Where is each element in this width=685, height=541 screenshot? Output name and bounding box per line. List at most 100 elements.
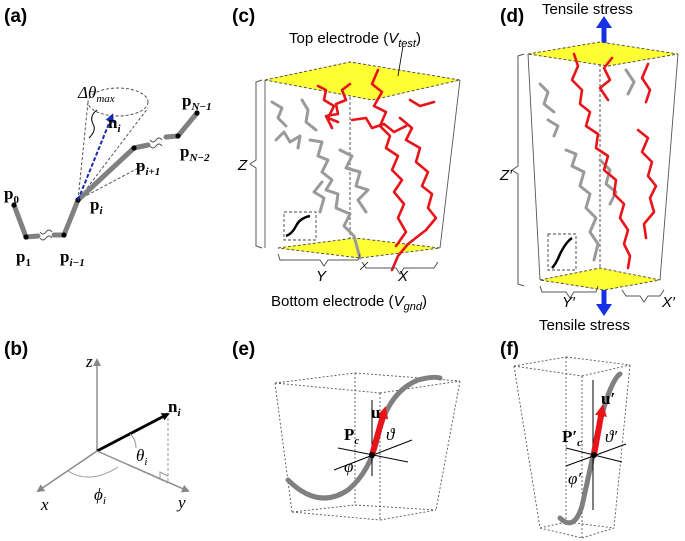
label-p0: p0 [4,184,19,206]
brace-x-prime [621,289,665,303]
chain-end [163,110,200,140]
panel-label-f: (f) [500,339,519,360]
panel-label-a: (a) [4,6,27,27]
panel-b: (b) z x y ni θi ϕi [4,339,190,514]
box-edge-right [439,79,461,249]
grey-chain-d2 [546,118,560,138]
panel-c: (c) Top electrode (Vtest) Bott [232,6,461,313]
label-pip1: pi+1 [136,156,160,178]
grey-chain-1 [270,100,288,128]
inset-segment [285,214,311,238]
panel-f: (f) P′c u′ ϑ′ φ′ [500,339,631,539]
cell-box-f [513,356,631,539]
dtheta-pointer [88,109,98,139]
bottom-electrode-d [539,267,661,291]
label-Pc-prime: P′c [562,427,582,449]
inset-segment-d [551,236,573,269]
projection-xy [96,450,169,484]
brace-y-prime [539,285,599,299]
inset-cell-d [547,233,577,271]
brace-y [277,253,361,267]
red-chain-2 [324,82,352,130]
ni-vector-arrow [77,113,114,201]
red-chain-d1 [570,52,632,270]
label-Z-prime: Z′ [499,167,513,184]
cone-edge-left [77,101,89,201]
inset-cell [283,211,317,241]
label-Y: Y [316,268,327,285]
panel-label-d: (d) [500,6,524,27]
label-theta-i: θi [136,446,147,468]
red-chain-4 [390,116,438,272]
bottom-electrode-label: Bottom electrode (Vgnd) [271,293,427,313]
grey-chain-4 [308,138,362,260]
label-pim1: pi−1 [60,247,85,269]
brace-z-prime [511,53,525,287]
label-z: z [85,352,93,371]
brace-x [361,261,439,275]
grey-chain-5 [338,148,370,214]
grey-chain-d3 [564,148,600,262]
panel-e: (e) Pc u ϑ φ [232,339,461,521]
pc-prime-point [591,452,597,458]
chain-middle [51,142,151,238]
red-chain-d2 [598,56,614,102]
cone-rim [87,87,149,117]
label-varphi-prime: φ′ [568,469,581,488]
box-d-edge-left [527,53,541,281]
x-axis [36,450,98,493]
label-pi: pi [90,195,103,217]
red-chain-6 [408,98,436,108]
label-y: y [176,493,186,512]
grey-chain-3 [300,98,318,132]
red-chain-d4 [640,62,652,104]
label-Z: Z [237,157,248,174]
top-electrode-pointer [397,45,404,77]
grey-chain-d4 [624,68,636,96]
pc-point [369,452,375,458]
panel-d: (d) Tensile stress Tensile stress Z′ [499,1,679,334]
chain-segment-e [285,374,443,501]
chain-nodes [11,110,200,240]
chain-start [11,202,41,240]
panel-label-e: (e) [232,339,255,360]
top-electrode-label: Top electrode (Vtest) [289,30,421,50]
grey-chain-2 [274,130,302,150]
tensile-label-top: Tensile stress [542,1,633,18]
cell-box-e [274,372,461,521]
label-u: u [371,403,380,422]
panel-label-b: (b) [4,339,28,360]
u-vector [369,406,389,456]
label-varphi: φ [344,457,353,476]
label-ni: ni [108,113,121,135]
label-dtheta-max: Δθmax [77,83,115,105]
break-mark-1 [39,229,53,241]
red-chain-d3 [636,128,658,240]
theta-arc [129,433,137,449]
ni-vector [96,412,170,453]
red-chain-3 [316,84,340,124]
bottom-electrode-pointer [359,261,369,271]
label-Y-prime: Y′ [562,294,576,311]
grey-chain-d1 [538,82,556,114]
phi-arc [67,466,119,478]
red-chain-5 [350,116,408,134]
label-Pc: Pc [344,425,359,447]
right-angle-mark [159,471,169,480]
panel-a: (a) p0 p1 pi−1 pi pi+1 pN− [4,6,212,269]
label-vartheta-prime: ϑ′ [605,427,617,446]
label-vartheta: ϑ [386,425,396,444]
top-electrode-d [527,41,679,67]
cone-edge-right [77,107,149,201]
grey-chain-d5 [598,158,618,206]
label-u-prime: u′ [601,389,615,408]
label-X-prime: X′ [661,294,676,311]
tensile-arrow-bottom-head [596,304,612,316]
tensile-label-bottom: Tensile stress [539,317,630,334]
panel-label-c: (c) [232,6,255,27]
label-phi-i: ϕi [94,485,106,507]
brace-z [249,79,263,249]
cone-axis-ext [77,164,145,201]
tensile-arrow-top-head [596,16,612,28]
